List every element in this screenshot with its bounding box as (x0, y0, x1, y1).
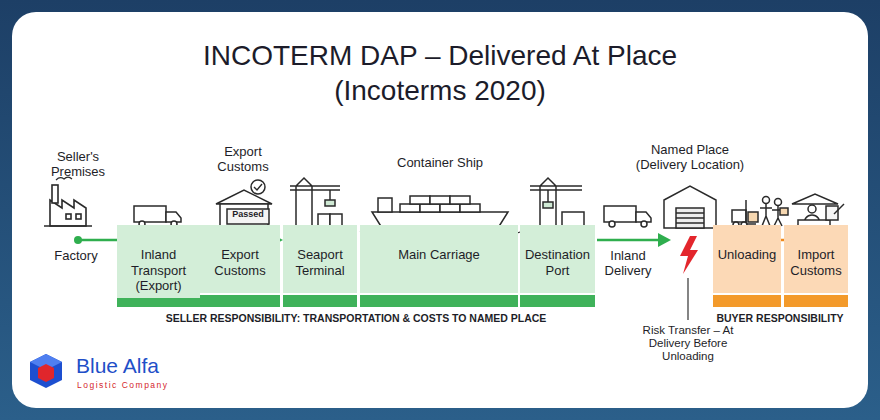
band-label: Inland Transport (Export) (119, 247, 198, 294)
band-box: Seaport Terminal (283, 225, 357, 293)
band-label: Main Carriage (398, 247, 480, 263)
label: Factory (45, 249, 107, 264)
label: Named Place (Delivery Location) (628, 143, 753, 173)
band-label: Unloading (718, 247, 777, 263)
band-label: Destination Port (522, 247, 593, 278)
warehouse-icon (664, 186, 716, 228)
band-box: Destination Port (520, 225, 595, 293)
logo-name: Blue Alfa (76, 354, 196, 378)
logo-tagline: Logistic Company (77, 381, 217, 391)
forklift-icon (732, 197, 788, 229)
band-label: Import Customs (786, 247, 846, 278)
responsibility-label: BUYER RESPONSIBILITY (710, 312, 850, 324)
delivery-truck-icon (604, 206, 651, 227)
customs-building-icon (216, 180, 272, 226)
stamp-text: Passed (228, 210, 268, 219)
risk-transfer-marker (680, 236, 698, 320)
band-label: Export Customs (202, 247, 278, 278)
band-box: Inland Transport (Export) (117, 225, 200, 298)
label: Seller's Premises (38, 150, 118, 180)
band-box: Unloading (713, 225, 781, 293)
label: Container Ship (375, 156, 505, 171)
destination-crane-icon (530, 178, 584, 226)
label: Export Customs (203, 145, 283, 175)
responsibility-label: SELLER RESPONSIBILITY: TRANSPORTATION & … (116, 312, 596, 324)
customs-officer-icon (792, 194, 844, 227)
factory-icon (44, 177, 92, 226)
title-text: INCOTERM DAP – Delivered At Place (Incot… (180, 38, 700, 108)
logo-mark (30, 354, 62, 388)
band-box: Import Customs (784, 225, 848, 293)
seaport-crane-icon (290, 178, 342, 226)
responsibility-bars (117, 295, 848, 307)
risk-note: Risk Transfer – At Delivery Before Unloa… (629, 324, 747, 364)
band-box: Main Carriage (360, 225, 518, 293)
band-box: Export Customs (200, 225, 280, 293)
band-label: Seaport Terminal (285, 247, 355, 278)
label: Inland Delivery (597, 249, 659, 279)
truck-icon (134, 206, 181, 227)
